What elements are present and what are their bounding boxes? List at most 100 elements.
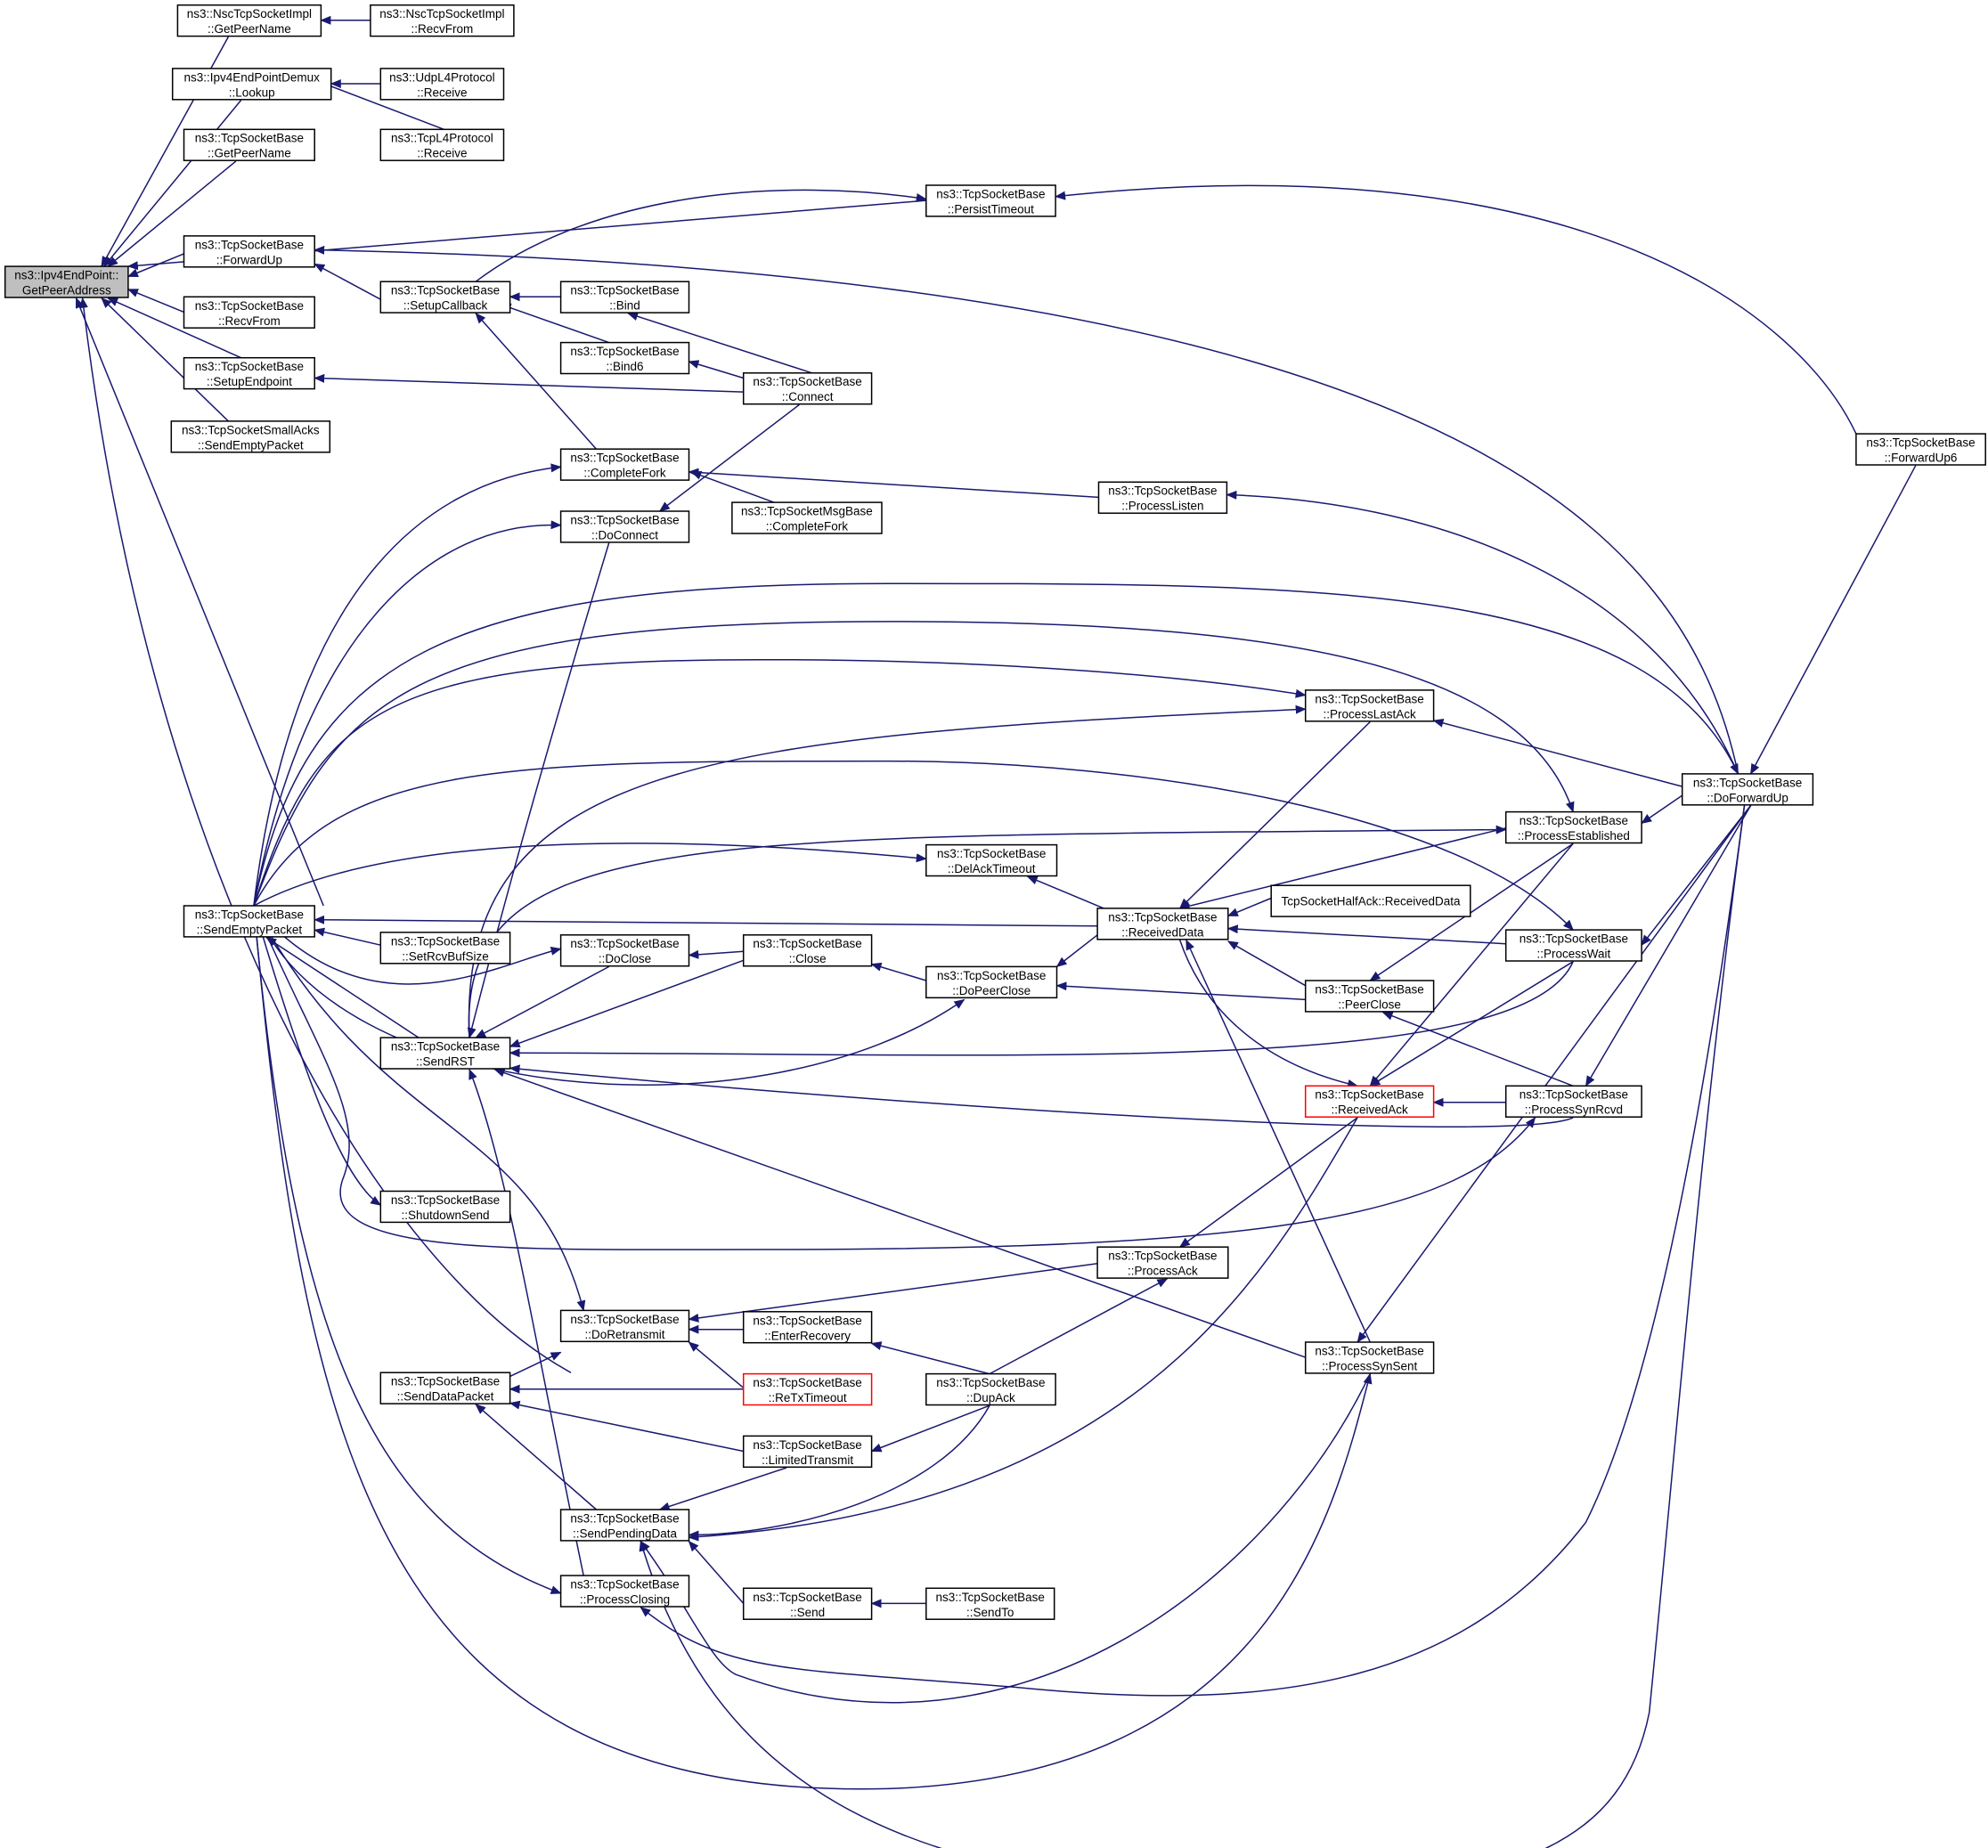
node-halfack[interactable]: TcpSocketHalfAck::ReceivedData xyxy=(1270,884,1471,917)
node-box[interactable] xyxy=(925,843,1058,877)
node-box[interactable] xyxy=(379,1037,511,1070)
node-close[interactable]: ns3::TcpSocketBase::Close xyxy=(742,934,873,967)
node-psynrcvd[interactable]: ns3::TcpSocketBase::ProcessSynRcvd xyxy=(1504,1085,1642,1118)
node-box[interactable] xyxy=(1681,773,1814,806)
node-box[interactable] xyxy=(559,1309,690,1343)
node-box[interactable] xyxy=(4,265,129,298)
node-sendempty[interactable]: ns3::TcpSocketBase::SendEmptyPacket xyxy=(183,905,315,938)
node-box[interactable] xyxy=(559,281,690,313)
node-enterrec[interactable]: ns3::TcpSocketBase::EnterRecovery xyxy=(742,1311,873,1344)
node-box[interactable] xyxy=(1504,810,1642,844)
node-connect[interactable]: ns3::TcpSocketBase::Connect xyxy=(742,372,873,405)
node-psynsent[interactable]: ns3::TcpSocketBase::ProcessSynSent xyxy=(1304,1341,1435,1374)
node-box[interactable] xyxy=(742,934,873,967)
node-gpa[interactable]: ns3::Ipv4EndPoint::GetPeerAddress xyxy=(4,265,129,298)
node-retxto[interactable]: ns3::TcpSocketBase::ReTxTimeout xyxy=(742,1372,873,1406)
node-box[interactable] xyxy=(171,68,332,101)
node-box[interactable] xyxy=(1855,433,1986,466)
node-demux[interactable]: ns3::Ipv4EndPointDemux::Lookup xyxy=(171,68,332,101)
node-box[interactable] xyxy=(370,4,515,37)
node-box[interactable] xyxy=(1304,689,1435,722)
node-recvack[interactable]: ns3::TcpSocketBase::ReceivedAck xyxy=(1304,1085,1435,1118)
node-sendto[interactable]: ns3::TcpSocketBase::SendTo xyxy=(925,1587,1055,1620)
node-dofwdup[interactable]: ns3::TcpSocketBase::DoForwardUp xyxy=(1681,773,1814,806)
node-doretx[interactable]: ns3::TcpSocketBase::DoRetransmit xyxy=(559,1309,690,1343)
node-box[interactable] xyxy=(559,510,690,543)
node-udp[interactable]: ns3::UdpL4Protocol::Receive xyxy=(379,68,505,101)
node-recvfrom[interactable]: ns3::TcpSocketBase::RecvFrom xyxy=(183,296,315,329)
node-box[interactable] xyxy=(1096,908,1229,940)
node-plisten[interactable]: ns3::TcpSocketBase::ProcessListen xyxy=(1097,481,1228,514)
node-senddata[interactable]: ns3::TcpSocketBase::SendDataPacket xyxy=(379,1372,511,1404)
node-persist[interactable]: ns3::TcpSocketBase::PersistTimeout xyxy=(925,184,1056,217)
node-recvdata[interactable]: ns3::TcpSocketBase::ReceivedData xyxy=(1096,908,1229,940)
node-box[interactable] xyxy=(183,356,315,390)
node-box[interactable] xyxy=(1304,1085,1435,1118)
node-box[interactable] xyxy=(742,1372,873,1406)
node-pack[interactable]: ns3::TcpSocketBase::ProcessAck xyxy=(1096,1246,1229,1279)
node-compfork[interactable]: ns3::TcpSocketBase::CompleteFork xyxy=(559,448,690,481)
node-box[interactable] xyxy=(183,128,315,161)
node-box[interactable] xyxy=(1304,1341,1435,1374)
node-send[interactable]: ns3::TcpSocketBase::Send xyxy=(742,1587,873,1620)
node-box[interactable] xyxy=(925,184,1056,217)
node-box[interactable] xyxy=(559,448,690,481)
node-fwdup[interactable]: ns3::TcpSocketBase::ForwardUp xyxy=(183,235,315,268)
node-delack[interactable]: ns3::TcpSocketBase::DelAckTimeout xyxy=(925,843,1058,877)
node-box[interactable] xyxy=(559,934,690,967)
node-box[interactable] xyxy=(925,1587,1055,1620)
node-box[interactable] xyxy=(183,235,315,268)
node-box[interactable] xyxy=(379,281,511,313)
node-box[interactable] xyxy=(379,1372,511,1404)
node-sendrst[interactable]: ns3::TcpSocketBase::SendRST xyxy=(379,1037,511,1070)
node-box[interactable] xyxy=(731,501,883,534)
node-box[interactable] xyxy=(559,1509,690,1542)
node-pclosing[interactable]: ns3::TcpSocketBase::ProcessClosing xyxy=(559,1575,690,1608)
node-peerclose[interactable]: ns3::TcpSocketBase::PeerClose xyxy=(1304,980,1435,1013)
node-box[interactable] xyxy=(742,1311,873,1344)
node-msgfork[interactable]: ns3::TcpSocketMsgBase::CompleteFork xyxy=(731,501,883,534)
node-box[interactable] xyxy=(1504,1085,1642,1118)
node-setupep[interactable]: ns3::TcpSocketBase::SetupEndpoint xyxy=(183,356,315,390)
node-setupcb[interactable]: ns3::TcpSocketBase::SetupCallback xyxy=(379,281,511,313)
node-bind6[interactable]: ns3::TcpSocketBase::Bind6 xyxy=(559,341,690,375)
node-box[interactable] xyxy=(1304,980,1435,1013)
node-doclose[interactable]: ns3::TcpSocketBase::DoClose xyxy=(559,934,690,967)
node-box[interactable] xyxy=(379,128,505,161)
node-pestab[interactable]: ns3::TcpSocketBase::ProcessEstablished xyxy=(1504,810,1642,844)
node-box[interactable] xyxy=(183,296,315,329)
node-box[interactable] xyxy=(1270,884,1471,917)
node-tcpl4[interactable]: ns3::TcpL4Protocol::Receive xyxy=(379,128,505,161)
node-nsc_rf[interactable]: ns3::NscTcpSocketImpl::RecvFrom xyxy=(370,4,515,37)
node-nsc_gpn[interactable]: ns3::NscTcpSocketImpl::GetPeerName xyxy=(176,4,322,37)
node-box[interactable] xyxy=(379,68,505,101)
node-box[interactable] xyxy=(559,1575,690,1608)
node-box[interactable] xyxy=(742,1435,873,1469)
node-box[interactable] xyxy=(1504,929,1642,962)
node-shutsend[interactable]: ns3::TcpSocketBase::ShutdownSend xyxy=(379,1190,511,1224)
node-dupack[interactable]: ns3::TcpSocketBase::DupAck xyxy=(925,1372,1056,1406)
node-smallacks[interactable]: ns3::TcpSocketSmallAcks::SendEmptyPacket xyxy=(170,420,331,453)
node-box[interactable] xyxy=(925,965,1058,999)
node-setrcvbuf[interactable]: ns3::TcpSocketBase::SetRcvBufSize xyxy=(379,932,511,965)
node-plastack[interactable]: ns3::TcpSocketBase::ProcessLastAck xyxy=(1304,689,1435,722)
node-pwait[interactable]: ns3::TcpSocketBase::ProcessWait xyxy=(1504,929,1642,962)
node-box[interactable] xyxy=(925,1372,1056,1406)
node-box[interactable] xyxy=(379,1190,511,1224)
node-box[interactable] xyxy=(183,905,315,938)
node-bind[interactable]: ns3::TcpSocketBase::Bind xyxy=(559,281,690,313)
node-doconnect[interactable]: ns3::TcpSocketBase::DoConnect xyxy=(559,510,690,543)
node-box[interactable] xyxy=(559,341,690,375)
node-box[interactable] xyxy=(379,932,511,965)
node-box[interactable] xyxy=(176,4,322,37)
node-box[interactable] xyxy=(170,420,331,453)
node-limtx[interactable]: ns3::TcpSocketBase::LimitedTransmit xyxy=(742,1435,873,1469)
node-box[interactable] xyxy=(1096,1246,1229,1279)
node-box[interactable] xyxy=(1097,481,1228,514)
node-sendpend[interactable]: ns3::TcpSocketBase::SendPendingData xyxy=(559,1509,690,1542)
node-box[interactable] xyxy=(742,1587,873,1620)
node-box[interactable] xyxy=(742,372,873,405)
node-dopeerclose[interactable]: ns3::TcpSocketBase::DoPeerClose xyxy=(925,965,1058,999)
node-fwdup6[interactable]: ns3::TcpSocketBase::ForwardUp6 xyxy=(1855,433,1986,466)
node-tsb_gpn[interactable]: ns3::TcpSocketBase::GetPeerName xyxy=(183,128,315,161)
